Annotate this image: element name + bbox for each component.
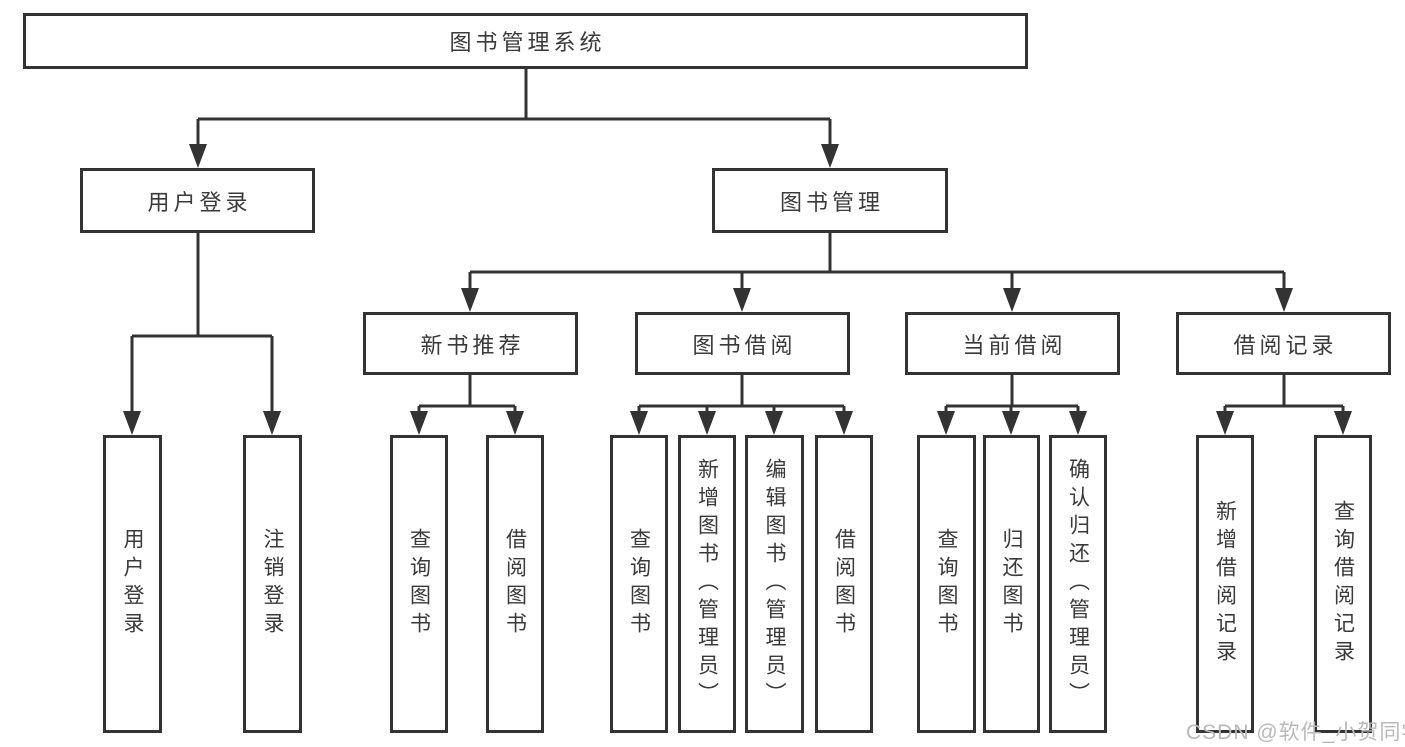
leaf-user-login: 用户登录 (103, 435, 162, 733)
leaf-add-borrow-record: 新增借阅记录 (1196, 435, 1254, 733)
leaf-logout-label: 注销登录 (261, 528, 284, 640)
leaf-return-book-label: 归还图书 (1000, 528, 1023, 640)
leaf-query-borrow-record: 查询借阅记录 (1314, 435, 1372, 733)
watermark-text: CSDN @软件_小贺同学 (1186, 721, 1405, 744)
node-new-book-recommend: 新书推荐 (363, 312, 578, 375)
leaf-edit-book-admin-label: 编辑图书（管理员） (763, 458, 786, 710)
leaf-query-books-current-label: 查询图书 (935, 528, 958, 640)
leaf-borrow-books-recommend-label: 借阅图书 (503, 528, 527, 640)
node-borrow-records: 借阅记录 (1176, 312, 1391, 375)
node-book-management-label: 图书管理 (779, 189, 884, 215)
node-root: 图书管理系统 (23, 13, 1028, 69)
node-book-borrow: 图书借阅 (635, 312, 850, 375)
leaf-borrow-books-recommend: 借阅图书 (486, 435, 544, 733)
leaf-query-books-recommend-label: 查询图书 (407, 528, 431, 640)
leaf-logout: 注销登录 (243, 435, 302, 733)
leaf-edit-book-admin: 编辑图书（管理员） (745, 435, 804, 733)
node-current-borrow: 当前借阅 (905, 312, 1120, 375)
leaf-query-books-current: 查询图书 (917, 435, 976, 733)
leaf-query-books-recommend: 查询图书 (390, 435, 448, 733)
leaf-add-book-admin: 新增图书（管理员） (678, 435, 736, 733)
node-book-management: 图书管理 (712, 168, 948, 233)
node-book-borrow-label: 图书借阅 (692, 332, 797, 358)
leaf-confirm-return-admin-label: 确认归还（管理员） (1066, 458, 1090, 710)
leaf-query-books-borrow: 查询图书 (610, 435, 668, 733)
node-user-login-label: 用户登录 (147, 189, 252, 215)
leaf-add-borrow-record-label: 新增借阅记录 (1213, 500, 1237, 668)
node-borrow-records-label: 借阅记录 (1233, 332, 1338, 358)
leaf-query-books-borrow-label: 查询图书 (627, 528, 651, 640)
leaf-return-book: 归还图书 (983, 435, 1040, 733)
leaf-query-borrow-record-label: 查询借阅记录 (1331, 500, 1355, 668)
leaf-confirm-return-admin: 确认归还（管理员） (1049, 435, 1107, 733)
node-new-book-recommend-label: 新书推荐 (420, 332, 525, 358)
node-current-borrow-label: 当前借阅 (962, 332, 1067, 358)
node-root-label: 图书管理系统 (449, 30, 606, 55)
leaf-borrow-books-borrow-label: 借阅图书 (832, 528, 856, 640)
leaf-add-book-admin-label: 新增图书（管理员） (695, 458, 719, 710)
node-user-login: 用户登录 (80, 168, 315, 233)
leaf-borrow-books-borrow: 借阅图书 (815, 435, 873, 733)
leaf-user-login-label: 用户登录 (121, 528, 144, 640)
